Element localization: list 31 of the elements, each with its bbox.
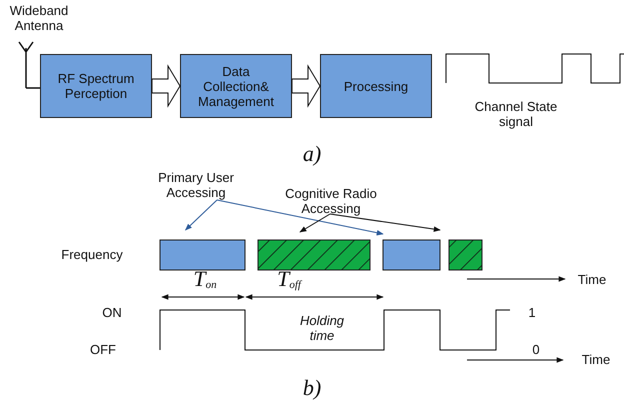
block-arrow	[152, 64, 181, 108]
panel-label: a)	[302, 142, 322, 166]
process-box: Data Collection& Management	[180, 54, 292, 118]
annotation-text: Holding time	[298, 313, 346, 343]
signal-caption: Channel State signal	[474, 99, 558, 129]
level-value: 0	[531, 342, 541, 357]
connector-line	[26, 87, 40, 89]
period-symbol: T$_{off}$	[276, 268, 304, 290]
arrow	[216, 200, 384, 236]
hatched-access-block	[448, 240, 482, 270]
access-block	[382, 240, 440, 270]
period-symbol: T$_{on}$	[192, 268, 218, 290]
state-label: OFF	[89, 342, 117, 357]
axis-label: Time	[580, 352, 612, 367]
arrow	[185, 200, 218, 230]
process-box: Processing	[320, 54, 432, 118]
annotation-text: Cognitive Radio Accessing	[270, 186, 392, 216]
axis-label: Frequency	[60, 247, 124, 262]
hatched-access-block	[258, 240, 370, 270]
state-label: ON	[101, 305, 123, 320]
access-block	[160, 240, 246, 270]
antenna-label: Wideband Antenna	[8, 3, 70, 33]
annotation-text: Primary User Accessing	[140, 170, 252, 200]
axis-label: Time	[576, 272, 608, 287]
arrow	[330, 214, 441, 232]
level-value: 1	[527, 305, 537, 320]
panel-label: b)	[302, 376, 322, 400]
process-box: RF Spectrum Perception	[40, 54, 152, 118]
block-arrow	[292, 64, 321, 108]
antenna-icon	[18, 41, 34, 89]
arrow	[299, 214, 330, 232]
